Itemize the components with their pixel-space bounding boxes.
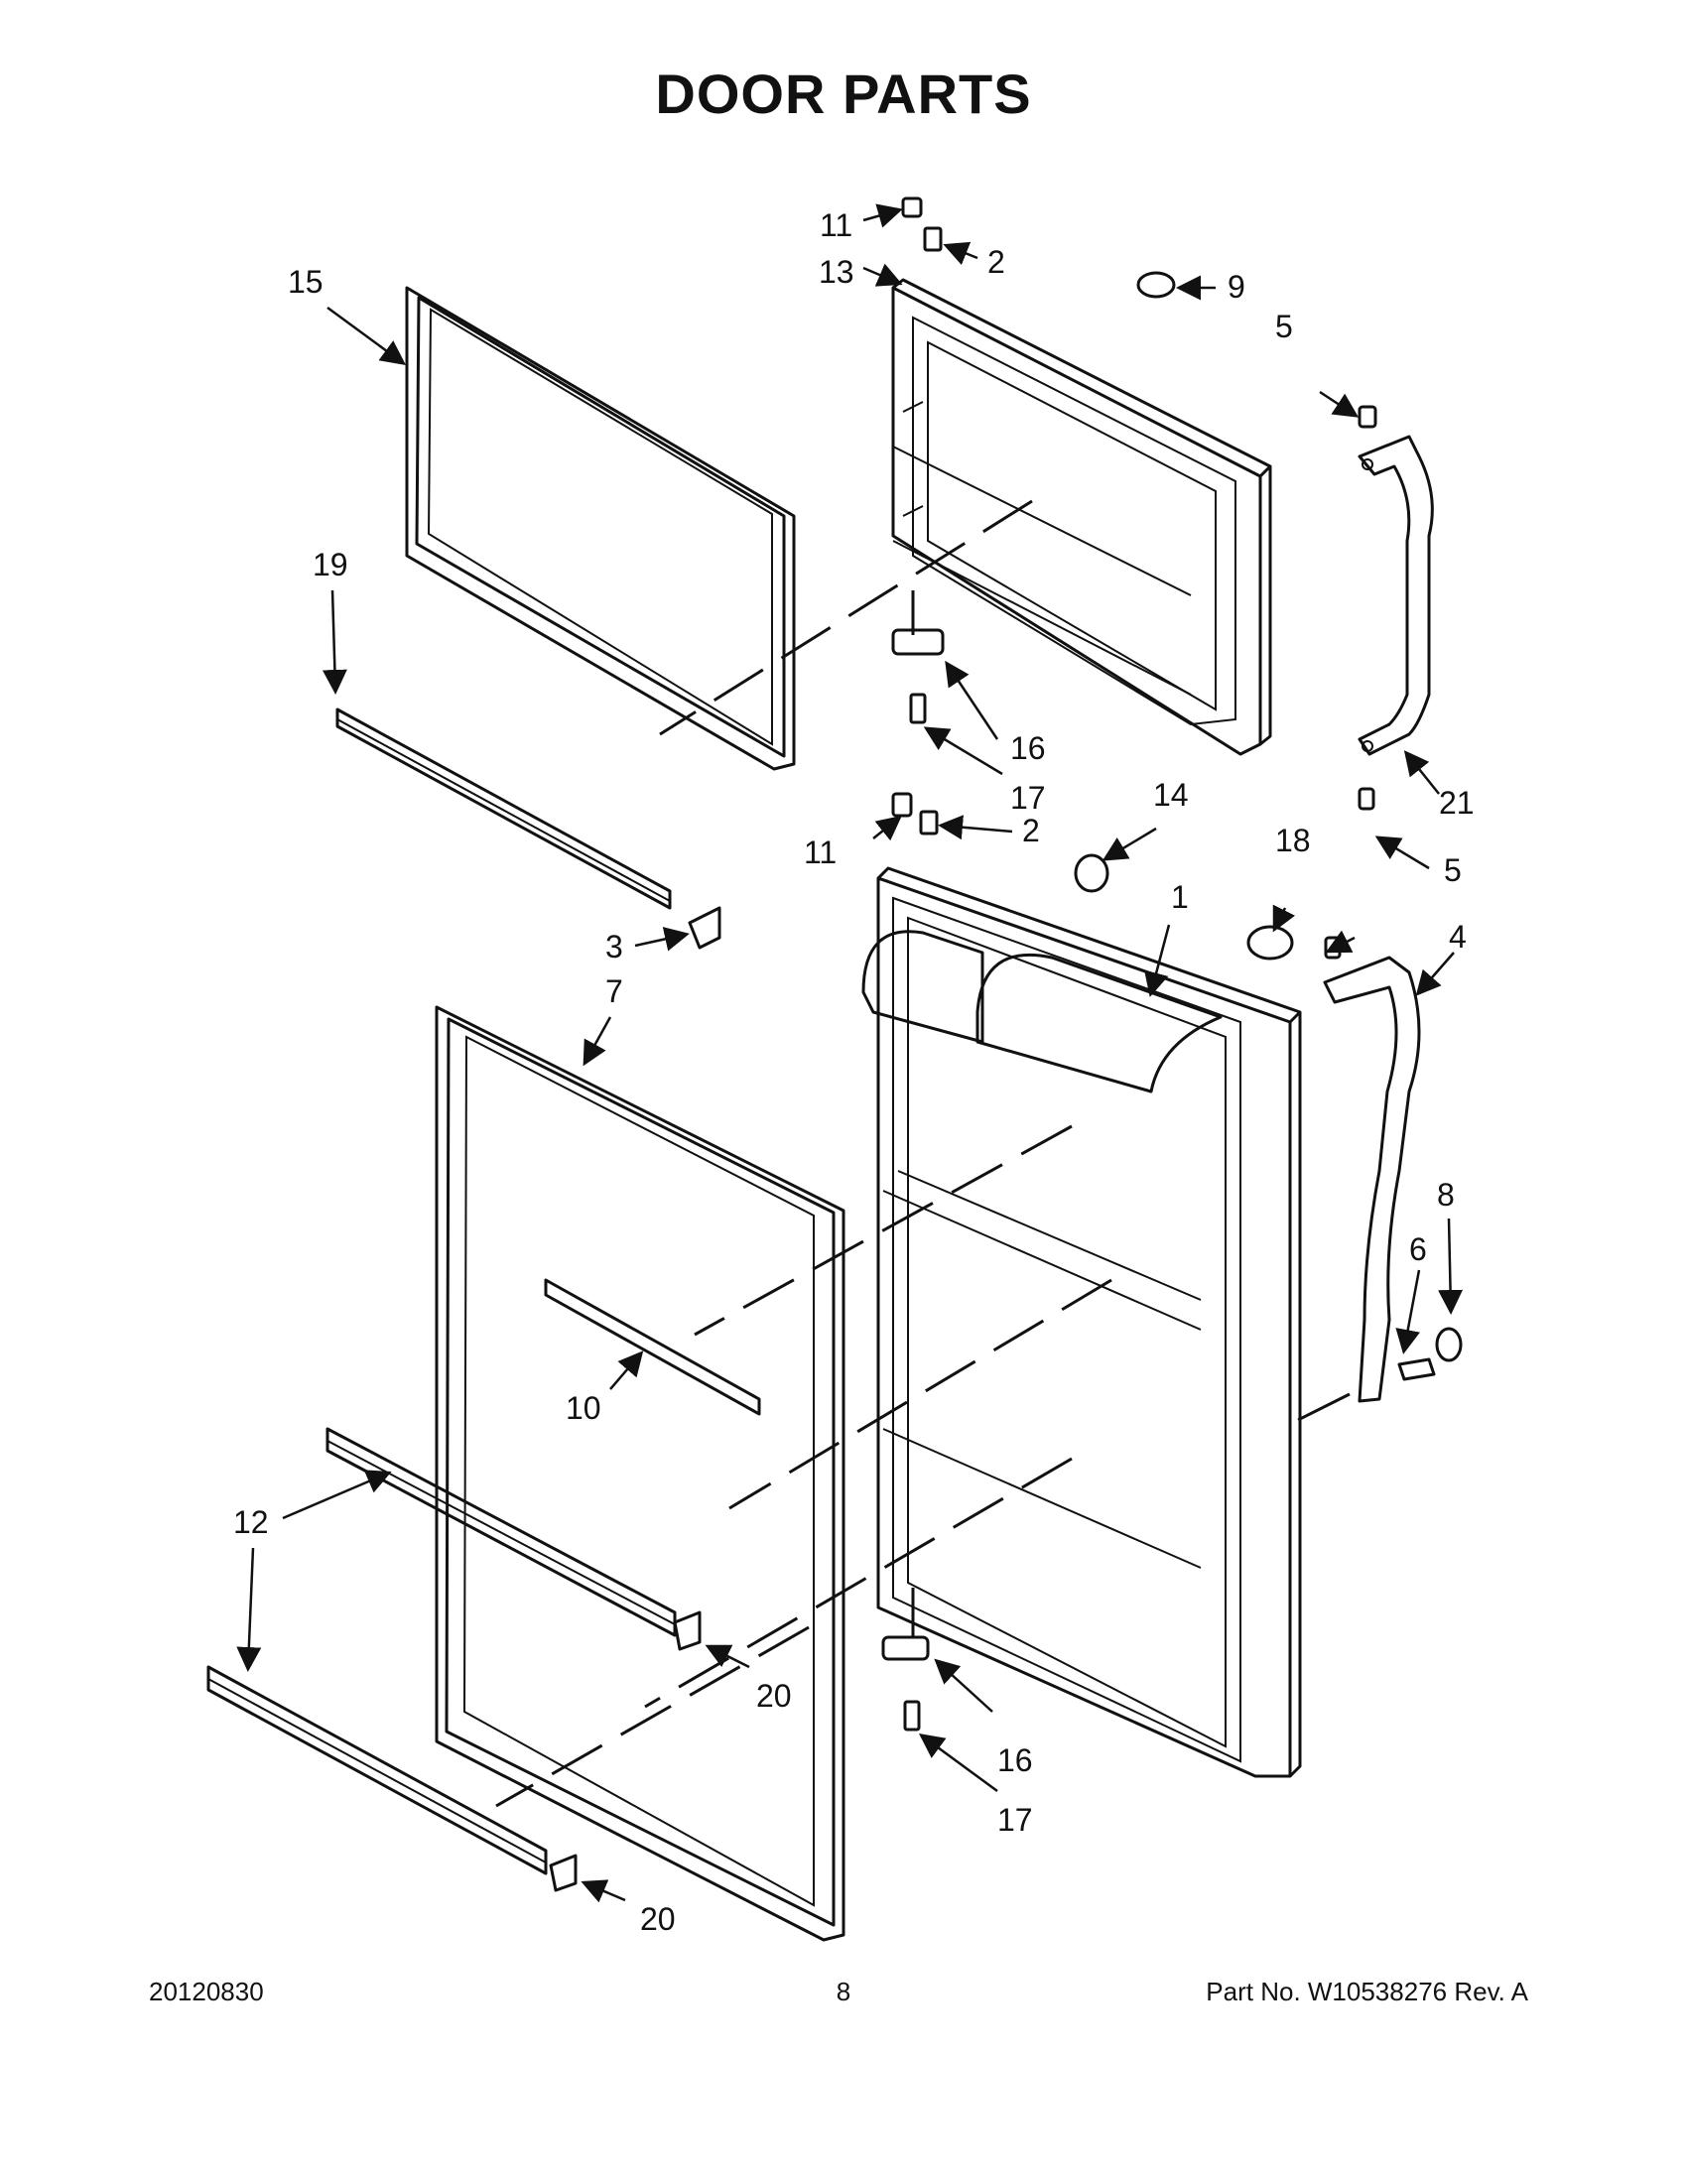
callout-7: 7 [605,973,623,1009]
fresh-food-gasket [435,1005,845,1942]
small-hardware [549,196,1463,1892]
callout-19: 19 [313,547,348,582]
callout-20-lower: 20 [640,1901,676,1937]
callout-15: 15 [288,264,324,300]
callout-14: 14 [1153,777,1189,813]
footer-part-number: Part No. W10538276 Rev. A [1206,1977,1528,2006]
callout-12: 12 [233,1504,269,1540]
breaker-strip-10 [544,1278,761,1416]
callout-17-fresh: 17 [997,1802,1033,1838]
callout-4: 4 [1449,919,1467,955]
alignment-lines [495,499,1351,1808]
freezer-door [891,278,1272,756]
callout-6: 6 [1409,1231,1427,1267]
freezer-breaker-strip [335,707,672,910]
callout-3: 3 [605,929,623,964]
callout-11-fresh: 11 [804,835,837,870]
callout-11-freezer: 11 [820,207,852,243]
callout-5-lower: 5 [1444,852,1462,888]
footer-date: 20120830 [149,1977,264,2006]
callout-20-upper: 20 [756,1678,792,1714]
callout-2-fresh: 2 [1022,813,1040,848]
page-title: DOOR PARTS [655,63,1032,125]
breaker-strip-12-lower [206,1665,548,1875]
callout-8: 8 [1437,1177,1455,1213]
callout-21: 21 [1439,785,1475,821]
footer-page-number: 8 [836,1977,851,2006]
breaker-strip-12-upper [325,1427,677,1637]
callout-13: 13 [819,254,854,290]
callout-arrows [236,203,1464,1903]
freezer-door-handle [1358,435,1434,756]
callout-10: 10 [566,1390,601,1426]
callout-18: 18 [1275,823,1311,858]
callout-labels: 11 2 13 9 15 5 19 16 17 14 21 11 2 5 18 … [233,207,1475,1937]
fresh-food-door-handle [1323,956,1421,1403]
callout-1: 1 [1171,879,1189,915]
callout-9: 9 [1228,269,1245,305]
callout-16-freezer: 16 [1010,730,1046,766]
callout-17-freezer: 17 [1010,780,1046,816]
freezer-gasket [405,286,796,771]
fresh-food-door [861,866,1302,1778]
callout-16-fresh: 16 [997,1742,1033,1778]
callout-2-freezer: 2 [987,244,1005,280]
callout-5-upper: 5 [1275,309,1293,344]
